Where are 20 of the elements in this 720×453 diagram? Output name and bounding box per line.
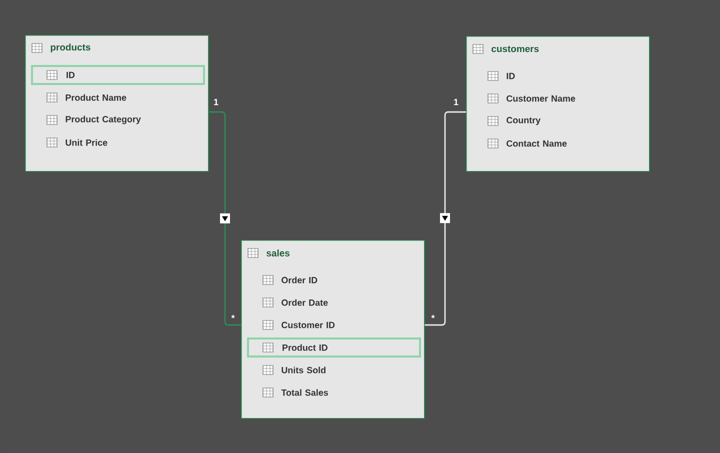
field-row: Product ID — [247, 338, 421, 358]
field-row: Order Date — [282, 299, 328, 306]
field-row: Order ID — [282, 276, 318, 284]
cardinality-label: * — [231, 314, 235, 318]
field-row: ID — [506, 72, 515, 80]
field-row: Total Sales — [281, 389, 328, 396]
relationship-line — [424, 111, 466, 326]
field-row: Customer ID — [282, 322, 335, 328]
field-row: Product Category — [66, 116, 141, 124]
field-row: ID — [31, 65, 205, 85]
cardinality-label: 1 — [214, 98, 218, 106]
field-row: Country — [506, 116, 541, 126]
relationship-line — [208, 111, 241, 326]
field-row: Customer Name — [506, 95, 576, 102]
field-row: Unit Price — [66, 139, 108, 146]
field-row: Contact Name — [506, 140, 567, 147]
field-row: Units Sold — [282, 366, 326, 374]
cardinality-label: * — [431, 314, 435, 318]
field-row: Product Name — [66, 94, 126, 101]
cardinality-label: 1 — [454, 98, 458, 106]
